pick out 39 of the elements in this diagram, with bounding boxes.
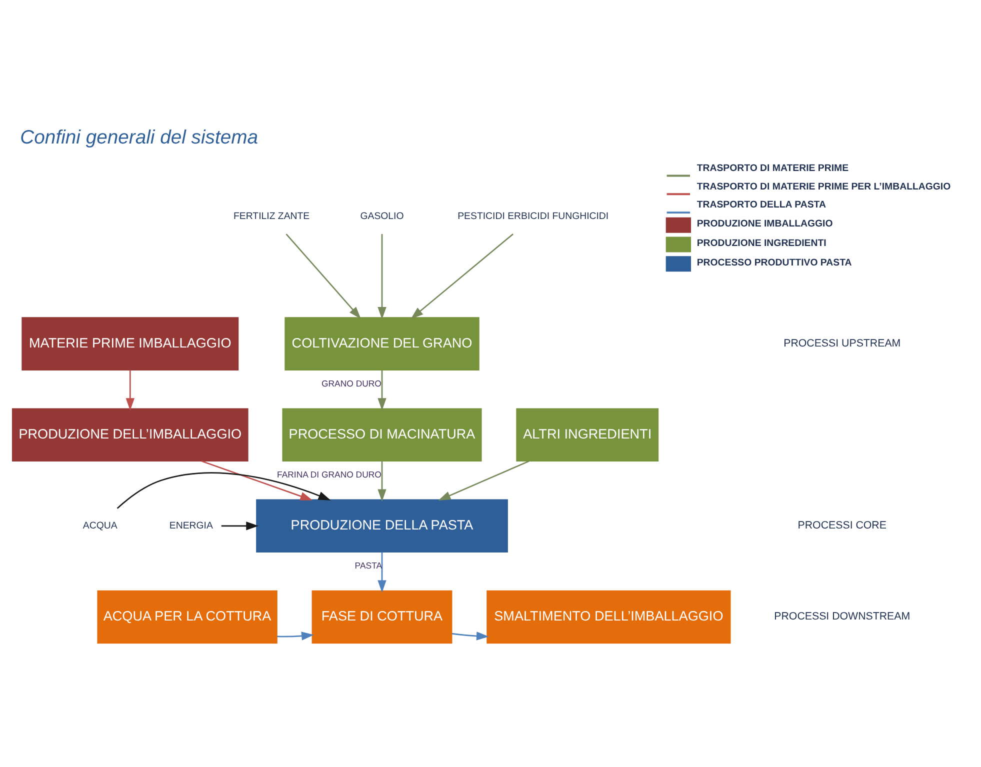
node-box: FASE DI COTTURA	[312, 590, 452, 644]
arrow	[378, 234, 386, 319]
arrow	[221, 521, 259, 530]
edge-label: GRANO DURO	[322, 378, 382, 388]
legend-label: TRASPORTO DI MATERIE PRIME	[696, 162, 849, 174]
node-box: MATERIE PRIME IMBALLAGGIO	[22, 316, 239, 370]
arrow	[410, 233, 514, 318]
node-box: PRODUZIONE DELLA PASTA	[256, 498, 508, 552]
node-text: ENERGIA	[169, 520, 213, 531]
node-box: PRODUZIONE DELL’IMBALLAGGIO	[12, 408, 248, 461]
node-box: ALTRI INGREDIENTI	[516, 408, 659, 461]
diagram-title: Confini generali del sistema	[20, 126, 258, 148]
arrow	[378, 460, 386, 502]
arrow	[286, 233, 361, 318]
arrow	[126, 370, 134, 410]
node-box: ACQUA PER LA COTTURA	[97, 590, 278, 644]
legend-label: PRODUZIONE IMBALLAGGIO	[696, 218, 833, 230]
node-box: COLTIVAZIONE DEL GRANO	[284, 316, 480, 370]
edge-label: FARINA DI GRANO DURO	[276, 469, 382, 480]
legend-label: TRASPORTO DI MATERIE PRIME PER L’IMBALLAGGIO	[696, 180, 951, 192]
arrow	[116, 472, 331, 508]
node-box: SMALTIMENTO DELL’IMBALLAGGIO	[486, 590, 731, 644]
legend-label: TRASPORTO DELLA PASTA	[696, 199, 826, 210]
label: PROCESSI DOWNSTREAM	[774, 610, 910, 622]
node-text: PESTICIDI ERBICIDI FUNGHICIDI	[458, 210, 609, 222]
arrow	[378, 370, 386, 410]
legend-label: PRODUZIONE INGREDIENTI	[696, 237, 826, 248]
arrow	[277, 631, 314, 640]
node-text: FERTILIZ ZANTE	[234, 210, 310, 222]
node-box: PROCESSO DI MACINATURA	[282, 408, 482, 461]
node-text: GASOLIO	[360, 210, 404, 222]
label: PROCESSI UPSTREAM	[784, 337, 901, 350]
node-text: ACQUA	[82, 520, 118, 531]
arrow	[201, 460, 313, 500]
arrow	[378, 552, 386, 592]
legend-label: PROCESSO PRODUTTIVO PASTA	[696, 256, 852, 268]
arrow	[452, 631, 489, 640]
arrow	[438, 460, 530, 500]
label: PROCESSI CORE	[798, 519, 886, 532]
